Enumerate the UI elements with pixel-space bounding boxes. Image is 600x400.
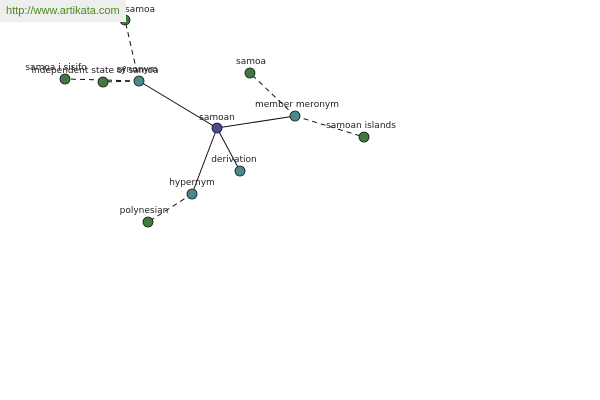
node-marker[interactable] bbox=[234, 165, 246, 177]
node-samoa-top[interactable]: samoa bbox=[236, 57, 266, 79]
edge-synonym-samoa-far bbox=[124, 19, 140, 82]
node-label[interactable]: samoan bbox=[199, 113, 235, 123]
node-samoan[interactable]: samoan bbox=[199, 113, 235, 134]
node-marker[interactable] bbox=[59, 73, 71, 85]
node-label[interactable]: samoa bbox=[236, 57, 266, 67]
edge-synonym-independent-state bbox=[102, 80, 140, 83]
node-marker[interactable] bbox=[358, 131, 370, 143]
node-synonym[interactable]: synonym bbox=[116, 65, 158, 87]
edge-member-meronym-samoan-islands bbox=[294, 115, 365, 138]
edges-layer bbox=[64, 19, 365, 223]
edge-samoan-synonym bbox=[138, 80, 218, 129]
node-marker[interactable] bbox=[133, 75, 145, 87]
node-samoa-i-sisifo[interactable]: samoa i sisifo bbox=[25, 63, 87, 85]
node-label[interactable]: hypernym bbox=[169, 178, 215, 188]
node-label[interactable]: member meronym bbox=[255, 100, 339, 110]
node-label[interactable]: derivation bbox=[211, 155, 257, 165]
edge-member-meronym-samoa-top bbox=[249, 72, 296, 117]
node-marker[interactable] bbox=[97, 76, 109, 88]
node-label[interactable]: polynesian bbox=[120, 206, 169, 216]
edge-samoan-hypernym bbox=[191, 127, 218, 195]
node-label[interactable]: independent state of samoa bbox=[32, 66, 159, 76]
node-member-meronym[interactable]: member meronym bbox=[255, 100, 339, 122]
node-marker[interactable] bbox=[142, 216, 154, 228]
nodes-layer: samoan member meronym samoa samoan islands d… bbox=[25, 5, 396, 228]
node-hypernym[interactable]: hypernym bbox=[169, 178, 215, 200]
node-label[interactable]: samoan islands bbox=[326, 121, 396, 131]
node-samoan-islands[interactable]: samoan islands bbox=[326, 121, 396, 143]
edge-samoan-member-meronym bbox=[216, 115, 296, 129]
node-marker[interactable] bbox=[289, 110, 301, 122]
node-marker[interactable] bbox=[186, 188, 198, 200]
node-marker[interactable] bbox=[244, 67, 256, 79]
node-independent-state[interactable]: independent state of samoa bbox=[32, 66, 159, 88]
edge-samoan-derivation bbox=[216, 127, 241, 172]
node-label[interactable]: samoa i sisifo bbox=[25, 63, 87, 73]
node-derivation[interactable]: derivation bbox=[211, 155, 257, 177]
site-url-banner[interactable]: http://www.artikata.com bbox=[0, 0, 126, 22]
node-polynesian[interactable]: polynesian bbox=[120, 206, 169, 228]
node-label[interactable]: samoa bbox=[125, 5, 155, 15]
node-marker[interactable] bbox=[211, 122, 223, 134]
node-label[interactable]: synonym bbox=[116, 65, 157, 75]
